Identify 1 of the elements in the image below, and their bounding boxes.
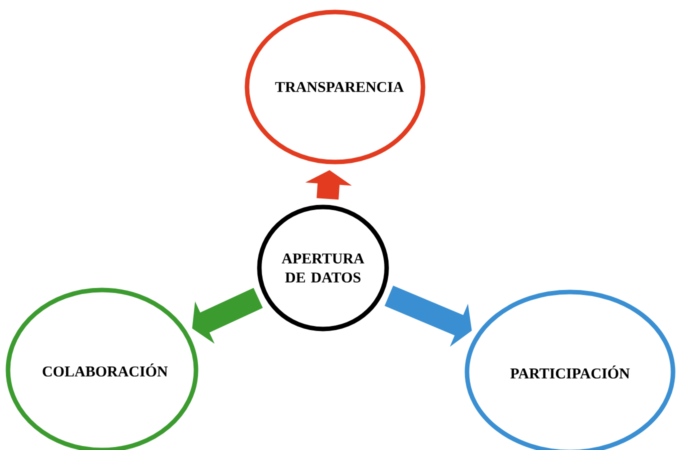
block-arrow <box>192 288 263 344</box>
